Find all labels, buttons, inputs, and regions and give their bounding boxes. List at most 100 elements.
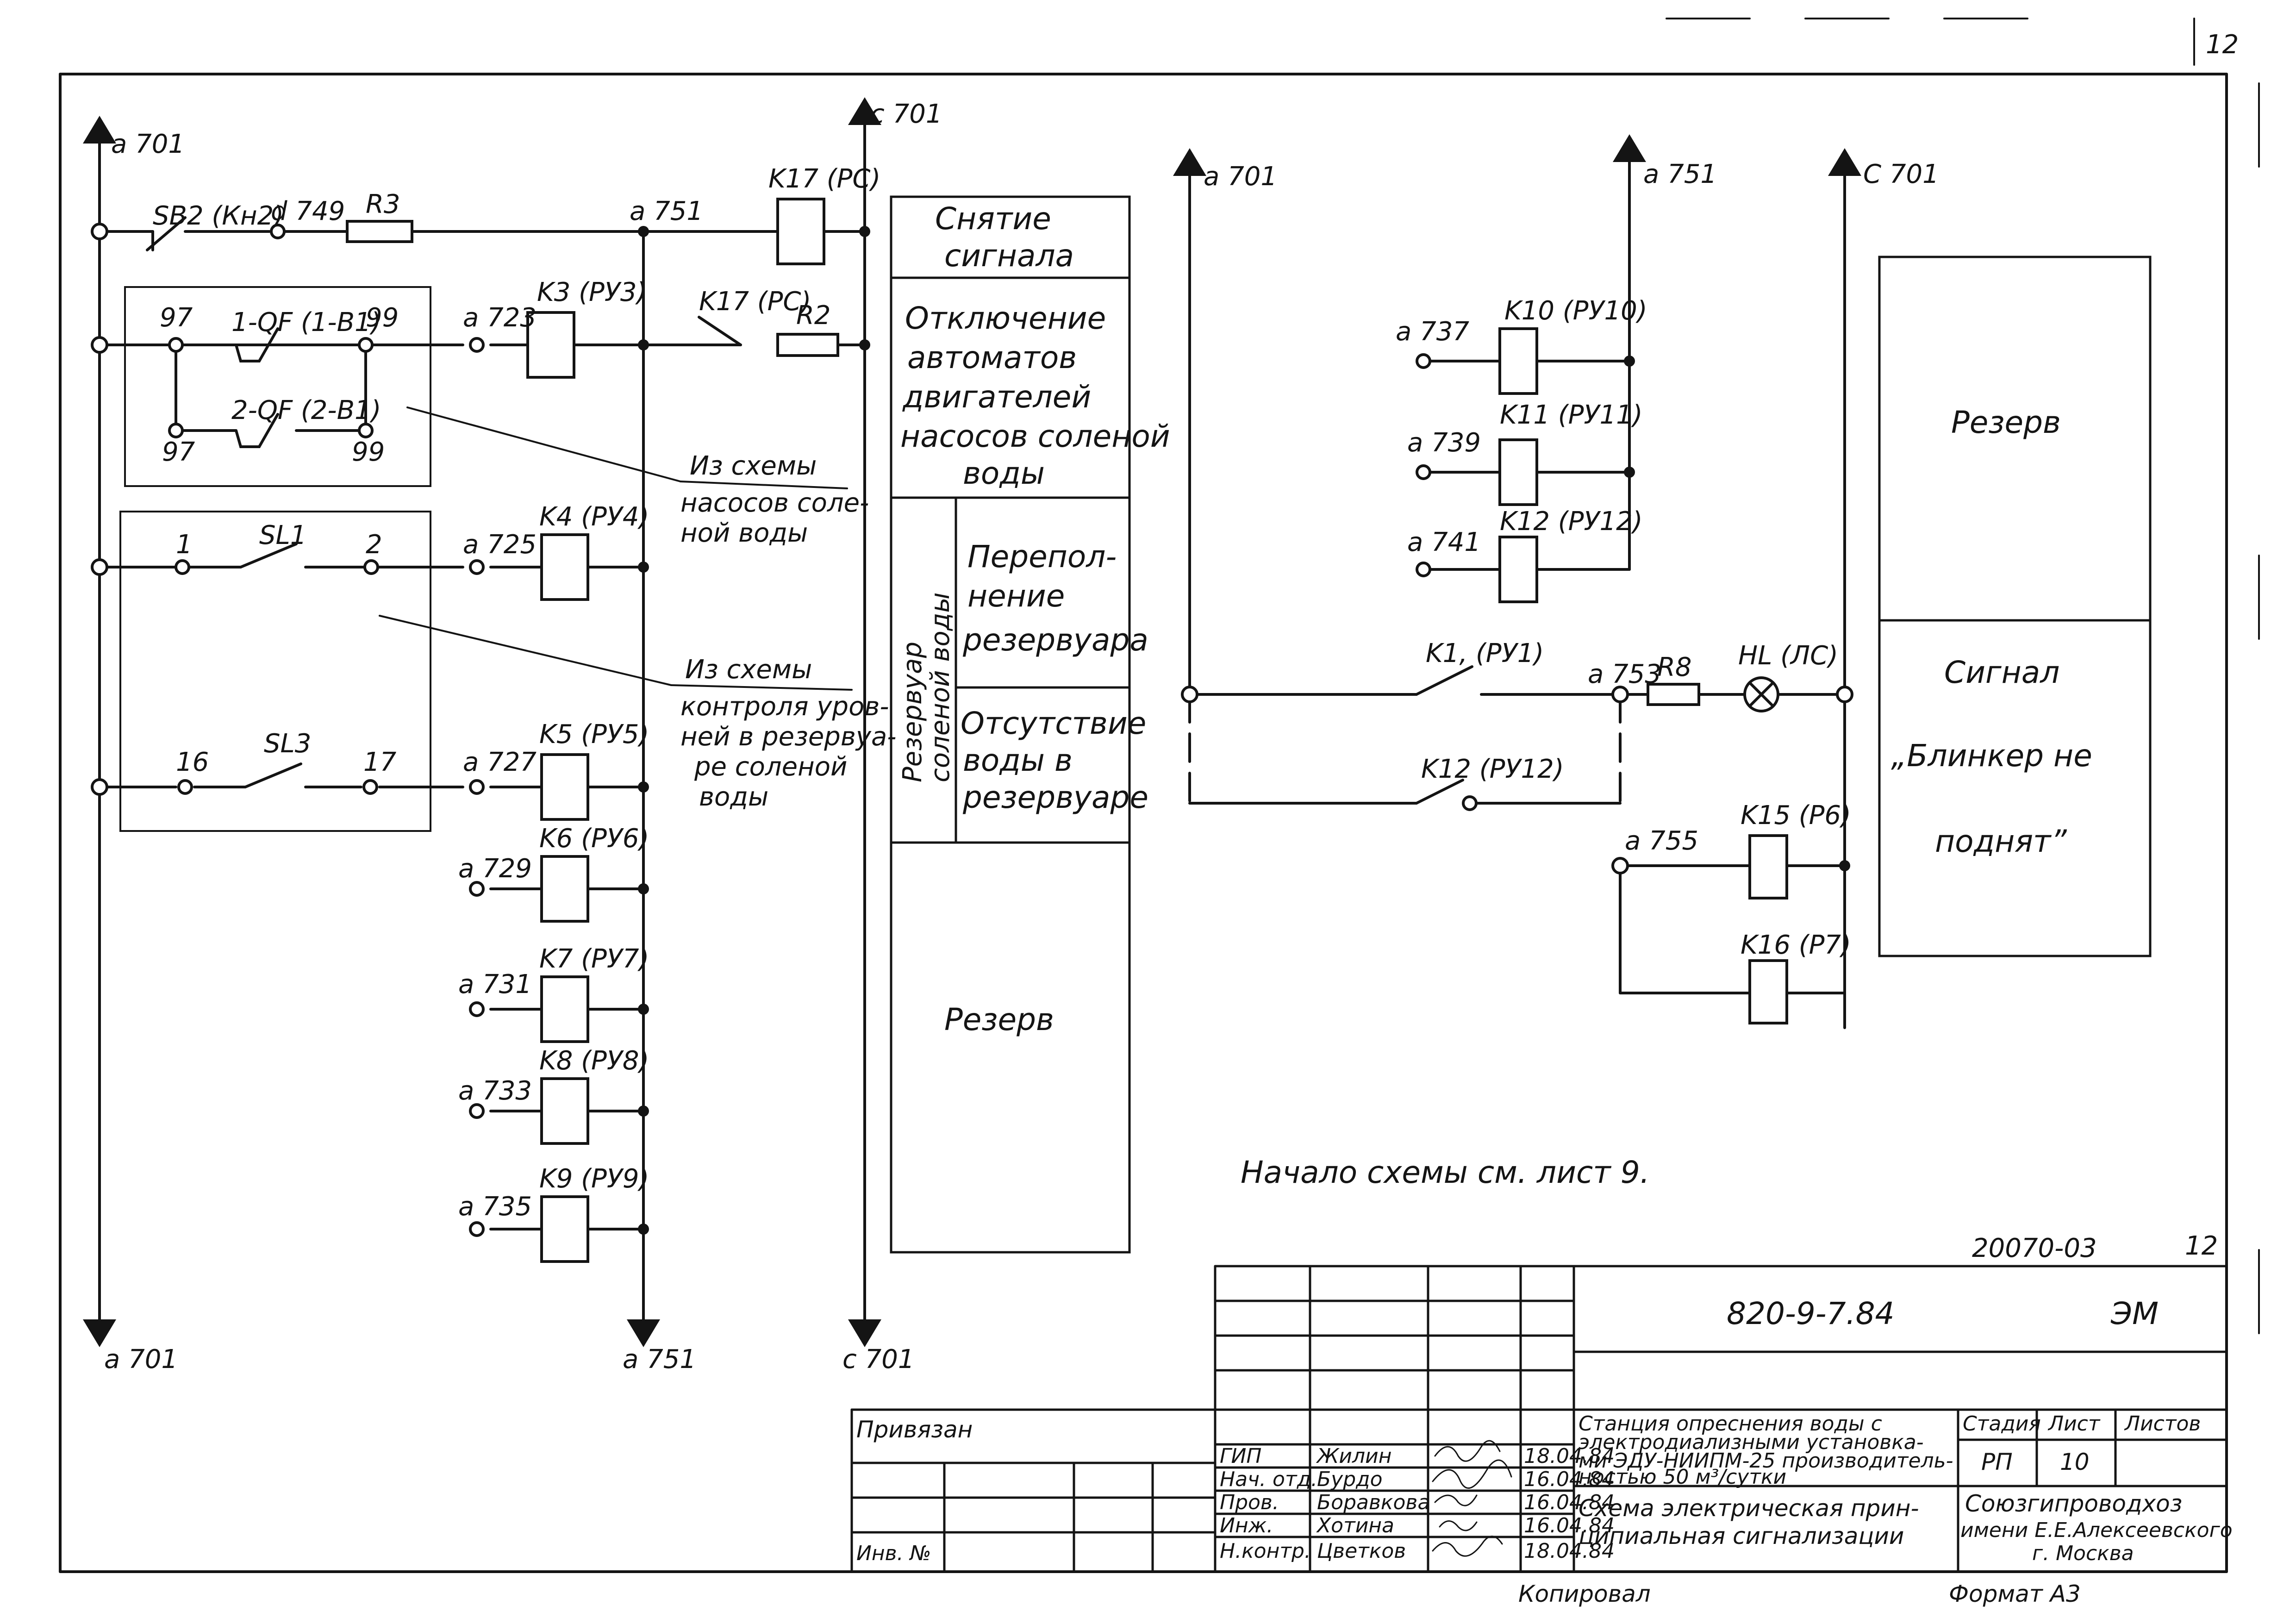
terminal-99b bbox=[358, 423, 374, 438]
legend-cell5: Резерв bbox=[944, 1002, 1054, 1037]
terminal-2 bbox=[363, 559, 379, 575]
terminal-a735 bbox=[469, 1221, 485, 1237]
label-right-a701: a 701 bbox=[1204, 162, 1277, 192]
tb-project-title-4: ностью 50 м³/сутки bbox=[1578, 1465, 1786, 1489]
rows-k10-k12 bbox=[1429, 360, 1631, 571]
tb-doc-number: 820-9-7.84 bbox=[1727, 1296, 1895, 1331]
note2-line3: ней в резервуа- bbox=[680, 722, 897, 752]
bus-label-a701-top: a 701 bbox=[111, 129, 185, 159]
label-99b: 99 bbox=[352, 437, 385, 467]
row-sb2 bbox=[98, 216, 866, 251]
label-k16: K16 (Р7) bbox=[1741, 930, 1851, 960]
rows-k15-k16 bbox=[1619, 864, 1846, 994]
label-k11: K11 (РУ11) bbox=[1500, 400, 1643, 430]
tb-org-1: Союзгипроводхоз bbox=[1965, 1490, 2182, 1517]
label-97b: 97 bbox=[162, 437, 195, 467]
label-k4: K4 (РУ4) bbox=[539, 502, 649, 532]
coil-k9 bbox=[540, 1195, 589, 1263]
label-r2: R2 bbox=[796, 300, 831, 331]
label-a739: a 739 bbox=[1407, 428, 1481, 458]
start-note: Начало схемы см. лист 9. bbox=[1241, 1155, 1650, 1190]
tb-role-4: Инж. bbox=[1220, 1514, 1273, 1537]
coil-k16 bbox=[1748, 959, 1788, 1024]
right-legend-cell1: Резерв bbox=[1951, 405, 2061, 440]
label-a727: a 727 bbox=[463, 747, 537, 777]
resistor-r3 bbox=[346, 220, 413, 243]
rows-k6-k9 bbox=[489, 887, 645, 1230]
label-a723: a 723 bbox=[463, 303, 537, 333]
legend-cell2-line5: воды bbox=[963, 456, 1045, 491]
tb-date-4: 16.04.84 bbox=[1524, 1514, 1615, 1537]
bus-label-a701-bottom: a 701 bbox=[104, 1344, 178, 1374]
tb-format: Формат A3 bbox=[1949, 1580, 2081, 1607]
coil-k12 bbox=[1498, 536, 1538, 603]
legend-cell1-line2: сигнала bbox=[944, 238, 1074, 274]
note1-line3: ной воды bbox=[680, 518, 808, 548]
legend-group-line1: Резервуар bbox=[898, 642, 928, 782]
bus-label-a751-bottom: a 751 bbox=[623, 1344, 696, 1374]
label-k6: K6 (РУ6) bbox=[539, 824, 649, 854]
coil-k15 bbox=[1748, 834, 1788, 899]
label-a735: a 735 bbox=[458, 1192, 532, 1222]
terminal-a725 bbox=[469, 559, 485, 575]
label-a731: a 731 bbox=[458, 969, 532, 999]
tb-sheet-code: 20070-03 bbox=[1972, 1233, 2097, 1263]
note2-leader bbox=[379, 615, 672, 686]
coil-k10 bbox=[1498, 327, 1538, 395]
tb-stage-header: Стадия bbox=[1963, 1412, 2041, 1436]
row-sl3 bbox=[98, 762, 645, 788]
note2-line5: воды bbox=[699, 782, 768, 812]
terminal-a741 bbox=[1416, 562, 1431, 577]
right-legend-cell2-line3: поднят” bbox=[1935, 824, 2067, 859]
tb-copied: Копировал bbox=[1518, 1580, 1651, 1607]
tb-doc-type: ЭМ bbox=[2110, 1296, 2159, 1331]
sheet-frame bbox=[59, 18, 2260, 1573]
label-a741: a 741 bbox=[1407, 527, 1481, 557]
label-k5: K5 (РУ5) bbox=[539, 719, 649, 750]
note1-line1: Из схемы bbox=[690, 451, 817, 481]
label-k10: K10 (РУ10) bbox=[1504, 296, 1647, 326]
tb-inv-no: Инв. № bbox=[856, 1542, 931, 1565]
label-r8: R8 bbox=[1657, 652, 1692, 682]
tb-date-5: 18.04.84 bbox=[1524, 1539, 1615, 1563]
label-qf1: 1-QF (1-B1) bbox=[231, 307, 381, 337]
terminal-a729 bbox=[469, 881, 485, 897]
row-k12-contact bbox=[1188, 693, 1622, 805]
label-hl: HL (ЛС) bbox=[1738, 641, 1838, 671]
tb-project-title-3: ми ЭДУ-НИИПМ-25 производитель- bbox=[1578, 1449, 1953, 1473]
row-sl1 bbox=[98, 543, 645, 568]
resistor-r2 bbox=[776, 333, 839, 357]
label-right-a751: a 751 bbox=[1643, 159, 1717, 189]
label-k7: K7 (РУ7) bbox=[539, 944, 649, 974]
coil-k6 bbox=[540, 855, 589, 923]
terminal-a723 bbox=[469, 337, 485, 353]
label-a751: a 751 bbox=[630, 196, 703, 226]
tb-date-1: 18.04.84 bbox=[1524, 1444, 1615, 1468]
coil-k8 bbox=[540, 1077, 589, 1145]
tb-drawing-title-2: ципиальная сигнализации bbox=[1578, 1523, 1904, 1549]
label-sl3: SL3 bbox=[264, 729, 311, 759]
tb-date-2: 16.04.84 bbox=[1524, 1468, 1615, 1491]
legend-cell4-line2: воды в bbox=[963, 743, 1073, 778]
terminal-a733 bbox=[469, 1103, 485, 1119]
label-a737: a 737 bbox=[1396, 317, 1469, 347]
label-sl1: SL1 bbox=[259, 520, 306, 550]
tb-drawing-title-1: Схема электрическая прин- bbox=[1578, 1495, 1919, 1522]
label-t2: 2 bbox=[366, 530, 382, 560]
legend-cell1-line1: Снятие bbox=[935, 201, 1051, 237]
label-a755: a 755 bbox=[1625, 826, 1698, 856]
terminal-17 bbox=[362, 779, 378, 795]
tb-sheet-no: 12 bbox=[2185, 1231, 2218, 1261]
tb-stage: РП bbox=[1981, 1449, 2013, 1475]
label-k17-coil: K17 (РС) bbox=[768, 164, 880, 194]
label-99a: 99 bbox=[366, 303, 399, 333]
legend-group-line2: соленой воды bbox=[925, 592, 955, 782]
tb-name-4: Хотина bbox=[1316, 1514, 1394, 1537]
label-k17-contact: K17 (РС) bbox=[699, 287, 811, 317]
label-sb2: SB2 (Кн2) bbox=[153, 201, 284, 231]
right-legend-cell2-line2: „Блинкер не bbox=[1891, 738, 2092, 774]
label-97a: 97 bbox=[160, 303, 193, 333]
legend-cell2-line4: насосов соленой bbox=[900, 418, 1170, 454]
terminal-1 bbox=[175, 559, 190, 575]
